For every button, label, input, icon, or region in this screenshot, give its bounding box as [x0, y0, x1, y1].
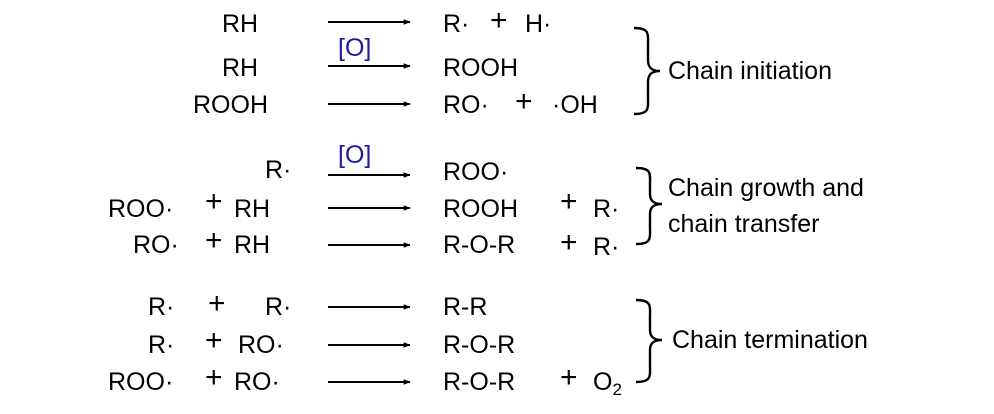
term-r2-reactant-b: RO· — [238, 331, 284, 359]
init-r2-condition: [O] — [338, 34, 372, 62]
label-chain-initiation: Chain initiation — [668, 57, 832, 85]
term-r3-product-b-subscript: 2 — [612, 380, 622, 399]
term-r1-product-a: R-R — [443, 293, 488, 321]
init-r1-reactant: RH — [222, 10, 259, 38]
init-r1-product-a: R· — [443, 10, 470, 38]
growth-r1-condition: [O] — [338, 141, 372, 169]
term-r3-product-b: O2 — [593, 367, 622, 405]
init-r3-reactant: ROOH — [193, 91, 268, 119]
init-r1-product-b: H· — [525, 10, 552, 38]
growth-r3-plus-right: + — [560, 226, 578, 259]
term-r1-reactant-a: R· — [148, 293, 175, 321]
term-r2-reactant-a: R· — [148, 331, 175, 359]
growth-r3-reactant-a: RO· — [133, 231, 179, 259]
label-chain-termination: Chain termination — [672, 326, 868, 354]
init-r3-plus: + — [515, 85, 533, 118]
term-r2-plus-left: + — [205, 324, 223, 357]
growth-r3-plus-left: + — [205, 224, 223, 257]
growth-r1-product-a: ROO· — [443, 158, 509, 186]
init-r3-product-b: ·OH — [552, 91, 598, 119]
growth-r2-product-a: ROOH — [443, 195, 518, 223]
growth-r2-plus-right: + — [560, 185, 578, 218]
init-r1-plus: + — [490, 4, 508, 37]
term-r1-reactant-b: R· — [265, 293, 292, 321]
brace-growth — [635, 166, 663, 246]
growth-r2-reactant-a: ROO· — [108, 195, 174, 223]
init-r2-product-a: ROOH — [443, 54, 518, 82]
brace-termination — [635, 298, 663, 384]
growth-r2-product-b: R· — [593, 195, 620, 223]
growth-r2-plus-left: + — [205, 185, 223, 218]
term-r2-product-a: R-O-R — [443, 331, 516, 359]
label-chain-growth-line1: Chain growth and — [668, 174, 864, 202]
growth-r3-reactant-b: RH — [234, 231, 271, 259]
label-chain-growth-line2: chain transfer — [668, 210, 820, 238]
init-r2-reactant: RH — [222, 54, 259, 82]
growth-r2-reactant-b: RH — [234, 195, 271, 223]
term-r3-product-b-symbol: O — [593, 368, 613, 396]
growth-r3-product-a: R-O-R — [443, 231, 516, 259]
term-r3-plus-right: + — [560, 361, 578, 394]
brace-initiation — [633, 26, 661, 116]
term-r1-plus-left: + — [208, 287, 226, 320]
term-r3-plus-left: + — [205, 361, 223, 394]
growth-r1-reactant: R· — [265, 156, 292, 184]
term-r3-reactant-a: ROO· — [108, 368, 174, 396]
growth-r3-product-b: R· — [593, 233, 620, 261]
init-r3-product-a: RO· — [443, 91, 489, 119]
term-r3-reactant-b: RO· — [234, 368, 280, 396]
term-r3-product-a: R-O-R — [443, 368, 516, 396]
